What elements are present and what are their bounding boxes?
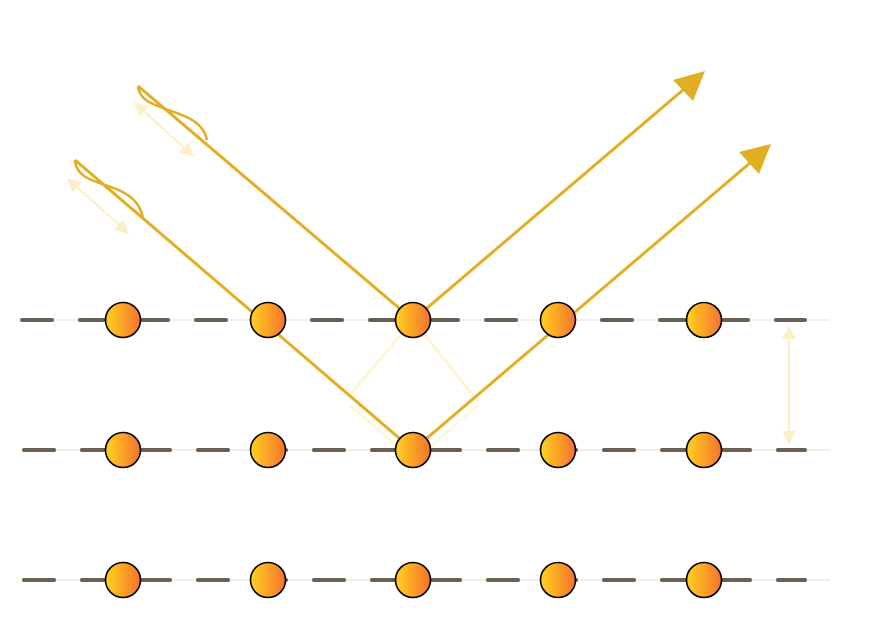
lower-beam-arrowhead xyxy=(739,144,771,174)
atom-r3-c1 xyxy=(104,561,142,599)
atom-r2-c2 xyxy=(249,431,287,469)
lower-wavelength-arrow xyxy=(66,178,130,234)
atom-r3-c5 xyxy=(685,561,723,599)
atom-r3-c4 xyxy=(539,561,577,599)
atom-r3-c3 xyxy=(394,561,432,599)
x-ray-beams xyxy=(74,71,771,452)
upper-beam-arrowhead xyxy=(673,71,705,101)
atom-r3-c2 xyxy=(249,561,287,599)
atom-r1-c3 xyxy=(394,301,432,339)
atom-r1-c1 xyxy=(104,301,142,339)
atoms xyxy=(104,301,723,599)
wave-crests xyxy=(66,85,209,234)
atom-r1-c2 xyxy=(249,301,287,339)
atom-r2-c3 xyxy=(394,431,432,469)
atom-r2-c1 xyxy=(104,431,142,469)
atom-r2-c5 xyxy=(685,431,723,469)
atom-r1-c5 xyxy=(685,301,723,339)
upper-wavelength-arrow xyxy=(133,102,195,157)
atom-r2-c4 xyxy=(539,431,577,469)
atom-r1-c4 xyxy=(539,301,577,339)
